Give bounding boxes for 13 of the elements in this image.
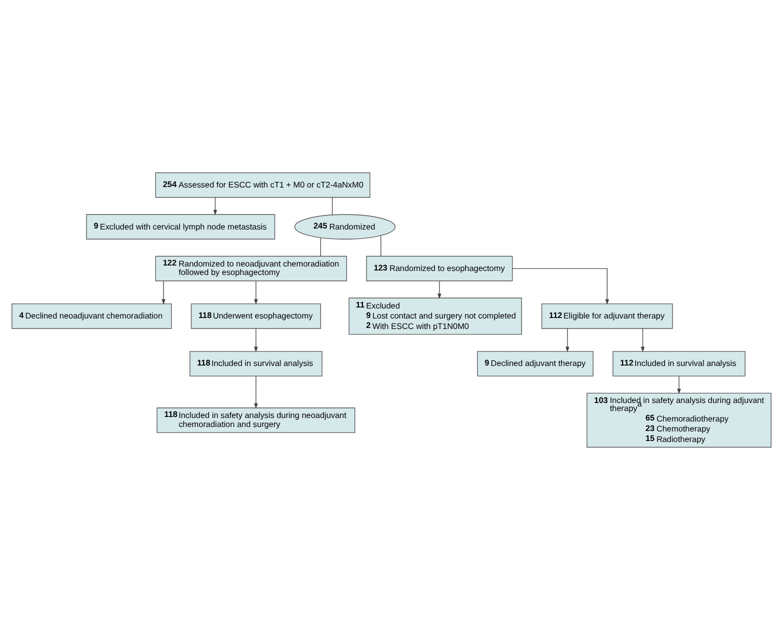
connector [320, 237, 321, 256]
arrow [254, 328, 258, 352]
arrow [254, 280, 258, 305]
arrow [512, 268, 610, 305]
arrow [677, 376, 681, 394]
connector [332, 197, 333, 216]
arrow [640, 328, 645, 352]
arrow [254, 376, 258, 409]
arrow [438, 280, 442, 300]
arrow [566, 328, 570, 352]
connector [380, 235, 382, 256]
arrow [162, 280, 166, 305]
arrow [213, 197, 218, 216]
